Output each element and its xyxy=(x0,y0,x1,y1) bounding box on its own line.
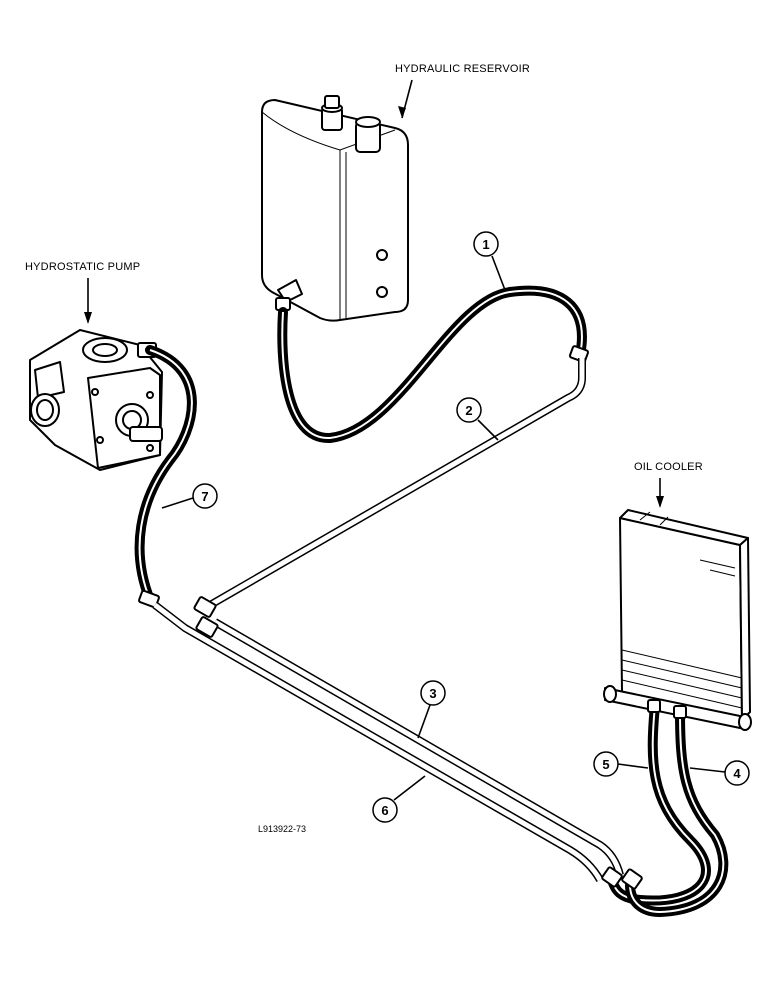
hose-7 xyxy=(134,345,197,609)
callout-4: 4 xyxy=(689,760,750,786)
hose-1 xyxy=(277,285,590,444)
callout-4-text: 4 xyxy=(733,766,741,781)
reservoir-label-text: HYDRAULIC RESERVOIR xyxy=(395,63,530,75)
label-hydraulic-reservoir: HYDRAULIC RESERVOIR xyxy=(395,63,530,119)
callout-2-text: 2 xyxy=(465,403,472,418)
bottom-fittings xyxy=(601,699,687,890)
callout-1-text: 1 xyxy=(482,237,489,252)
label-oil-cooler: OIL COOLER xyxy=(634,461,703,508)
label-hydrostatic-pump: HYDROSTATIC PUMP xyxy=(25,261,140,324)
callout-1: 1 xyxy=(473,231,506,291)
hose-5 xyxy=(607,700,711,906)
callout-7: 7 xyxy=(161,483,218,509)
callout-3-text: 3 xyxy=(429,686,436,701)
hose-4 xyxy=(625,707,729,918)
oil-cooler xyxy=(603,509,752,731)
tee-fittings xyxy=(193,596,219,638)
callout-3: 3 xyxy=(417,680,446,739)
pump-label-text: HYDROSTATIC PUMP xyxy=(25,261,140,273)
callout-7-text: 7 xyxy=(201,489,208,504)
hydrostatic-pump xyxy=(29,329,163,471)
drawing-number: L913922-73 xyxy=(258,824,306,834)
hydraulic-reservoir xyxy=(261,95,409,322)
callout-5: 5 xyxy=(593,751,649,777)
callout-6: 6 xyxy=(372,775,426,823)
callout-5-text: 5 xyxy=(602,757,609,772)
cooler-label-text: OIL COOLER xyxy=(634,461,703,473)
tube-2 xyxy=(202,358,586,612)
tube-3 xyxy=(212,618,624,877)
callout-2: 2 xyxy=(456,397,499,441)
callout-6-text: 6 xyxy=(381,803,388,818)
tube-6 xyxy=(152,601,604,883)
